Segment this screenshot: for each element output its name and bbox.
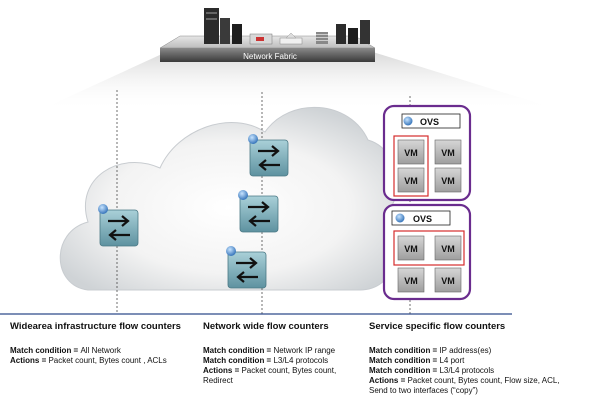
vm-box	[397, 235, 425, 261]
column-row: Match condition = IP address(es)	[369, 346, 492, 355]
column-title: Service specific flow counters	[369, 321, 506, 332]
controller-badge-icon	[238, 190, 248, 200]
column-row: Match condition = All Network	[10, 346, 121, 355]
vm-box	[434, 139, 462, 165]
network-fabric: Network Fabric	[40, 8, 560, 110]
column-row: Match condition = L3/L4 protocols	[369, 366, 495, 375]
column-title: Widearea infrastructure flow counters	[10, 321, 181, 332]
column-row: Match condition = Network IP range	[203, 346, 336, 355]
vm-box	[434, 235, 462, 261]
switch-icon	[238, 190, 279, 233]
vm-box	[397, 267, 425, 293]
vm-box	[397, 139, 425, 165]
controller-badge-icon	[248, 134, 258, 144]
vm-label: VM	[441, 148, 455, 158]
column-row: Match condition = L3/L4 protocols	[203, 356, 329, 365]
column-row: Actions = Packet count, Bytes count, Flo…	[369, 376, 560, 385]
ovs-badge-icon	[403, 116, 413, 126]
ovs-badge-icon	[395, 213, 405, 223]
column-row: Actions = Packet count, Bytes count , AC…	[10, 356, 167, 365]
vm-highlight-box	[393, 135, 429, 197]
switch-icon	[248, 134, 289, 177]
fabric-shadow	[40, 48, 560, 110]
server-stack-icon	[316, 20, 370, 44]
vm-label: VM	[404, 276, 418, 286]
ovs-switch-box	[401, 113, 461, 129]
fabric-label: Network Fabric	[243, 52, 297, 61]
column-row: Redirect	[203, 376, 233, 385]
vm-label: VM	[441, 244, 455, 254]
appliance-icon	[249, 32, 303, 45]
service-specific-counters-column: Service specific flow counters Match con…	[369, 322, 560, 396]
ovs-label: OVS	[420, 117, 439, 127]
vm-label: VM	[404, 244, 418, 254]
vm-label: VM	[404, 176, 418, 186]
vm-box	[397, 167, 425, 193]
ovs-host-1: OVS VM VM VM VM	[382, 104, 472, 202]
vm-label: VM	[404, 148, 418, 158]
ovs-switch-box	[391, 210, 451, 226]
widearea-counters-column: Widearea infrastructure flow counters Ma…	[10, 322, 181, 366]
vm-label: VM	[441, 176, 455, 186]
controller-badge-icon	[98, 204, 108, 214]
vm-box	[434, 267, 462, 293]
controller-badge-icon	[226, 246, 236, 256]
ovs-host-2: OVS VM VM VM VM	[382, 203, 472, 301]
column-row: Send to two interfaces (“copy”)	[369, 386, 478, 395]
server-rack-icon	[204, 8, 242, 44]
ovs-label: OVS	[413, 214, 432, 224]
column-row: Match condition = L4 port	[369, 356, 465, 365]
fabric-front	[160, 48, 375, 62]
switch-icon	[98, 204, 139, 247]
network-wide-counters-column: Network wide flow counters Match conditi…	[203, 322, 336, 386]
vm-highlight-box	[393, 230, 465, 266]
column-row: Actions = Packet count, Bytes count,	[203, 366, 337, 375]
column-title: Network wide flow counters	[203, 321, 329, 332]
switch-icon	[226, 246, 267, 289]
vm-box	[434, 167, 462, 193]
vm-label: VM	[441, 276, 455, 286]
